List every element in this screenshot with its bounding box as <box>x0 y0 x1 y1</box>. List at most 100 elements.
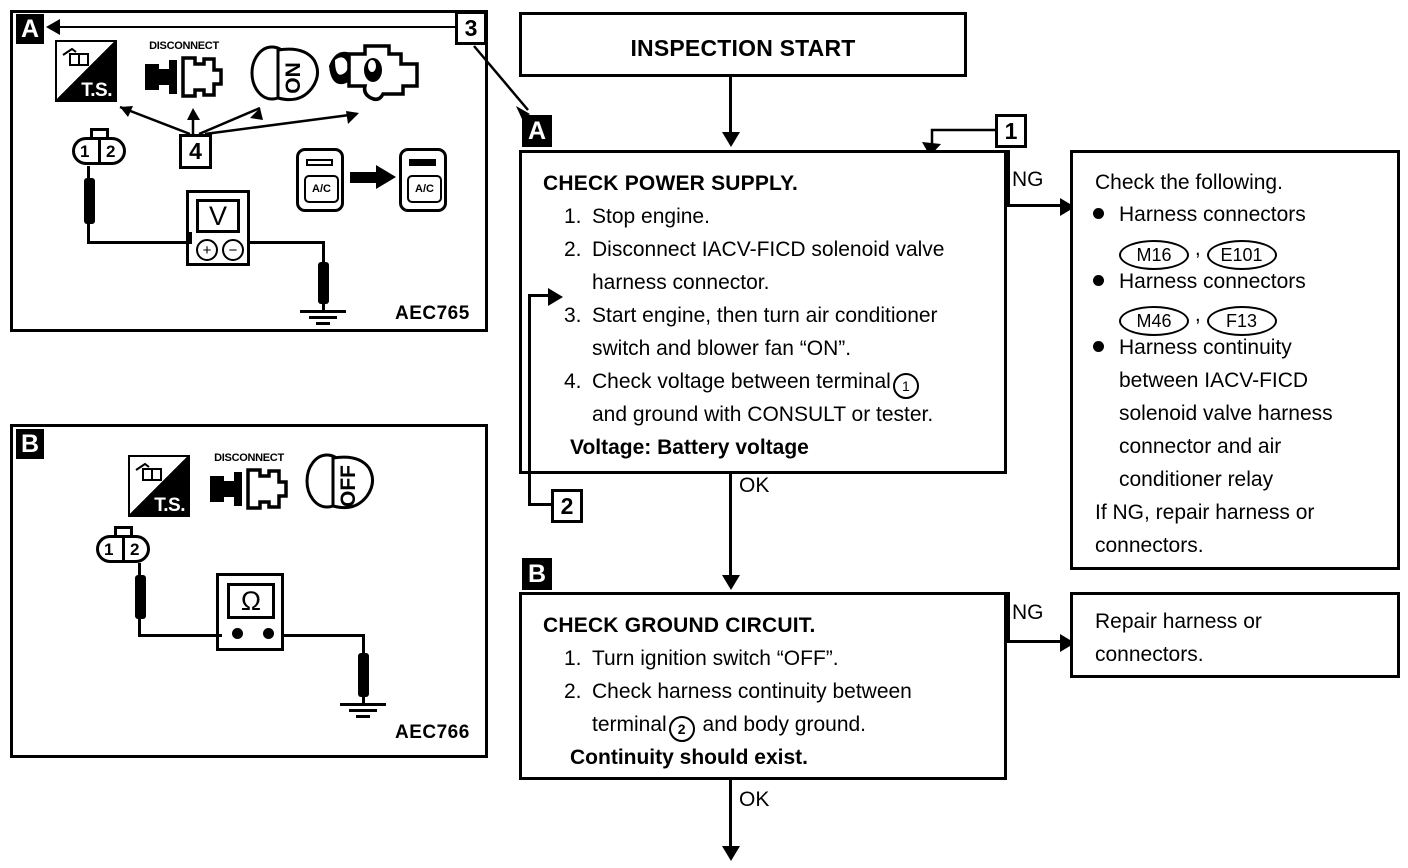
panel-a-code: AEC765 <box>395 303 470 324</box>
ng-label-1: NG <box>1012 168 1044 191</box>
ground-symbol-b <box>340 703 386 719</box>
engine-blower-icon-a <box>325 40 421 106</box>
ohmmeter-display: Ω <box>227 583 275 619</box>
bullet-dot-2 <box>1093 270 1119 294</box>
cps-step-3-cont-num <box>564 337 592 361</box>
bullet-dot-3 <box>1093 336 1119 360</box>
ngbox1-bullet-2: Harness connectors <box>1093 270 1393 294</box>
connector-tag-e101: E101 <box>1206 240 1277 270</box>
ngbox1-footer-line1: If NG, repair harness or <box>1095 501 1315 524</box>
ngbox1-intro: Check the following. <box>1095 171 1283 194</box>
connector-tag-m46: M46 <box>1119 306 1189 336</box>
ng-box-1: Check the following. Harness connectors … <box>1070 150 1400 570</box>
cgc-terminal-circle: 2 <box>668 716 695 742</box>
ngbox1-bullet-3: Harness continuity <box>1093 336 1393 360</box>
engine-glyph-a <box>329 44 419 102</box>
cps-step-3-num: 3. <box>564 304 582 327</box>
voltmeter-wire-left-v <box>87 166 90 180</box>
panel-b-code: AEC766 <box>395 722 470 743</box>
ac-transition-arrow-stem <box>350 172 376 183</box>
disconnect-plug-glyph-a <box>145 56 223 98</box>
ground-symbol-a <box>300 310 346 326</box>
cgc-result: Continuity should exist. <box>570 746 809 769</box>
panel-a-marker: A <box>16 14 44 44</box>
disconnect-icon-b: DISCONNECT <box>208 452 290 514</box>
ac-button-on-label: A/C <box>407 175 442 203</box>
ngbox1-bullet-1-text: Harness connectors <box>1119 203 1306 226</box>
cgc-step-2-cont-text2: and body ground. <box>702 713 867 736</box>
ngbox2-line2: connectors. <box>1095 643 1204 666</box>
ac-transition-arrow-head <box>376 165 396 189</box>
ohmmeter-probe-ground <box>358 653 369 697</box>
check-ground-circuit-title: CHECK GROUND CIRCUIT. <box>543 614 816 637</box>
ohmmeter-probe-left <box>135 575 146 619</box>
ac-indicator-on <box>409 159 436 166</box>
inspection-start-box: INSPECTION START <box>519 12 967 77</box>
hand-tool-glyph-b <box>135 462 162 481</box>
voltmeter-display: V <box>196 199 240 233</box>
ohmmeter-ground-stem <box>362 693 365 703</box>
cgc-step-2-cont-num <box>564 713 592 742</box>
ac-button-off-label: A/C <box>304 175 339 203</box>
panel-b-marker: B <box>16 429 44 459</box>
ng1-line-h <box>1007 204 1070 207</box>
cgc-step-2-num: 2. <box>564 680 582 703</box>
voltmeter: V + − <box>186 190 250 266</box>
connector-tag-f13: F13 <box>1206 306 1277 336</box>
cps-step-4-num: 4. <box>564 370 582 393</box>
ngbox1-tags-2: M46 , F13 <box>1119 303 1277 336</box>
connector-b-divider <box>122 538 125 560</box>
flow-marker-a: A <box>522 115 552 147</box>
bullet-dot-1 <box>1093 203 1119 227</box>
voltmeter-probe-ground <box>318 262 329 304</box>
disconnect-label-a: DISCONNECT <box>149 40 219 52</box>
ngbox1-footer-line2: connectors. <box>1095 534 1204 557</box>
voltmeter-wire-left-down <box>87 222 90 244</box>
inspection-start-label: INSPECTION START <box>630 35 856 61</box>
cps-terminal-circle: 1 <box>892 373 919 399</box>
disconnect-label-b: DISCONNECT <box>214 452 284 464</box>
tag-sep-1: , <box>1189 237 1207 260</box>
cgc-step-2-text: Check harness continuity between <box>592 680 912 703</box>
ohmmeter-wire-top <box>138 563 141 577</box>
cps-step-3-cont-text: switch and blower fan “ON”. <box>592 337 852 360</box>
panel-a-top-leader-arrow <box>46 19 60 35</box>
voltage-result-arrow-head <box>548 288 563 306</box>
connector-a-pin2: 2 <box>106 142 116 161</box>
voltmeter-wire-right-v <box>322 241 325 265</box>
ngbox1-bullet-1: Harness connectors <box>1093 203 1393 227</box>
voltmeter-wire-left-h <box>87 241 192 244</box>
callout-1: 1 <box>995 114 1027 148</box>
flow-arrow-bottom <box>722 846 740 861</box>
ngbox1-tags-1: M16 , E101 <box>1119 237 1277 270</box>
ohmmeter-terminal-left <box>232 628 243 639</box>
ac-indicator-off <box>306 159 333 166</box>
svg-text:OFF: OFF <box>337 465 360 507</box>
ng2-line-h <box>1007 640 1070 643</box>
callout-4-leaders <box>119 105 359 136</box>
voltmeter-minus-terminal: − <box>222 239 244 261</box>
ngbox1-bullet-3-line5: conditioner relay <box>1119 468 1274 491</box>
voltmeter-wire-left-up <box>189 232 192 244</box>
cps-step-2-cont-num <box>564 271 592 295</box>
svg-text:ON: ON <box>282 62 305 94</box>
cps-step-2-text: Disconnect IACV-FICD solenoid valve <box>592 238 945 261</box>
callout-1-leader <box>922 128 998 156</box>
flow-line-bottom <box>729 780 732 850</box>
ngbox2-line1: Repair harness or <box>1095 610 1262 633</box>
connector-a: 1 2 <box>72 128 128 168</box>
ac-switch-off-icon: A/C <box>296 148 344 212</box>
ng-label-2: NG <box>1012 601 1044 624</box>
flow-arrow-start-to-a <box>722 132 740 147</box>
cps-step-4-cont: and ground with CONSULT or tester. <box>564 403 1004 427</box>
panel-a-top-leader-line <box>58 26 458 28</box>
ng-box-2: Repair harness or connectors. <box>1070 592 1400 678</box>
callout-2: 2 <box>551 489 583 523</box>
cgc-step-1: 1. Turn ignition switch “OFF”. <box>564 647 994 671</box>
callout-4: 4 <box>179 134 212 169</box>
cgc-step-2-cont-text: terminal <box>592 713 667 736</box>
voltmeter-plus-terminal: + <box>196 239 218 261</box>
ngbox1-bullet-2-text: Harness connectors <box>1119 270 1306 293</box>
